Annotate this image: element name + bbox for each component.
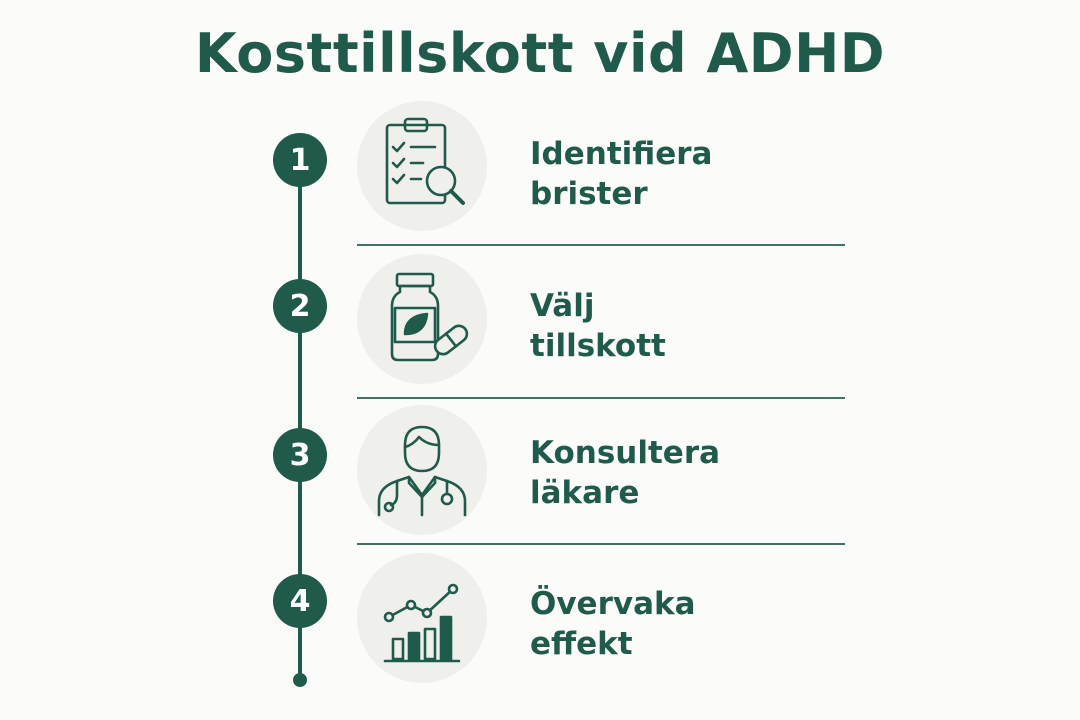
timeline-end-dot [293, 673, 307, 687]
step-3-label-line-1: Konsultera [530, 435, 721, 471]
step-4-number-badge: 4 [273, 574, 327, 628]
timeline-line [298, 160, 302, 680]
step-3-label: Konsultera läkare [530, 433, 830, 513]
step-2-number-badge: 2 [273, 279, 327, 333]
step-4-label: Övervaka effekt [530, 584, 830, 664]
step-1-number-badge: 1 [273, 133, 327, 187]
step-1-label-line-1: Identifiera [530, 136, 713, 172]
page-title: Kosttillskott vid ADHD [194, 22, 886, 85]
step-divider-2 [357, 397, 845, 399]
step-2-label: Välj tillskott [530, 286, 830, 366]
chart-growth-icon [383, 583, 461, 663]
step-4-label-line-1: Övervaka [530, 586, 696, 622]
step-2-icon-circle [357, 254, 487, 384]
step-1-icon-circle [357, 101, 487, 231]
step-3-number-badge: 3 [273, 428, 327, 482]
step-3-icon-circle [357, 405, 487, 535]
step-divider-3 [357, 543, 845, 545]
step-divider-1 [357, 244, 845, 246]
clipboard-search-icon [385, 117, 465, 205]
step-2-label-line-2: tillskott [530, 328, 666, 364]
step-4-label-line-2: effekt [530, 626, 633, 662]
doctor-icon [377, 425, 467, 517]
step-4-icon-circle [357, 553, 487, 683]
step-2-label-line-1: Välj [530, 288, 595, 324]
step-3-label-line-2: läkare [530, 475, 640, 511]
supplement-bottle-icon [390, 272, 469, 362]
step-1-label: Identifiera brister [530, 134, 830, 214]
step-1-label-line-2: brister [530, 176, 648, 212]
